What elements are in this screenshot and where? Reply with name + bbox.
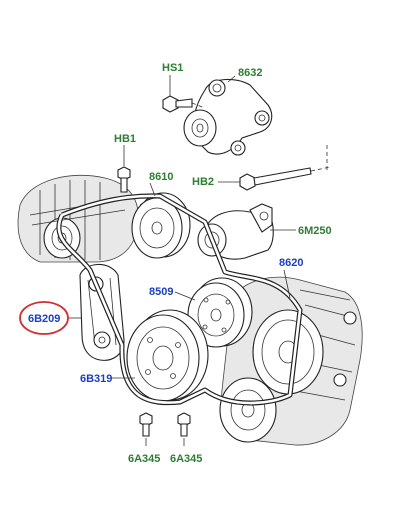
idler-pulley-8509 [187,277,253,348]
belt-tensioner-6b209 [79,263,125,361]
highlight-circle [19,301,69,335]
label-6b209: 6B209 [28,313,60,325]
drive-belt [56,193,303,406]
label-6a345-right: 6A345 [170,453,202,465]
label-6a345-left: 6A345 [128,453,160,465]
bolt-6a345-left [139,412,153,437]
crankshaft-pulley-6b319 [126,309,209,402]
bolt-hb1 [117,166,131,193]
label-6m250: 6M250 [298,225,332,237]
label-8509: 8509 [149,286,173,298]
idler-pulley-8610 [131,192,191,259]
bolt-hs1 [162,95,206,113]
label-hb2: HB2 [192,176,214,188]
label-8632: 8632 [238,67,262,79]
tensioner-bracket [183,78,273,156]
bolt-6a345-right [177,412,191,437]
label-8620: 8620 [279,257,303,269]
label-8610: 8610 [149,171,173,183]
label-hb1: HB1 [114,133,136,145]
label-hs1: HS1 [162,62,183,74]
bolt-hb2 [239,145,331,191]
label-6b319: 6B319 [80,373,112,385]
leader-lines [68,75,296,446]
alternator [17,175,139,263]
power-steering-pump [197,203,274,260]
